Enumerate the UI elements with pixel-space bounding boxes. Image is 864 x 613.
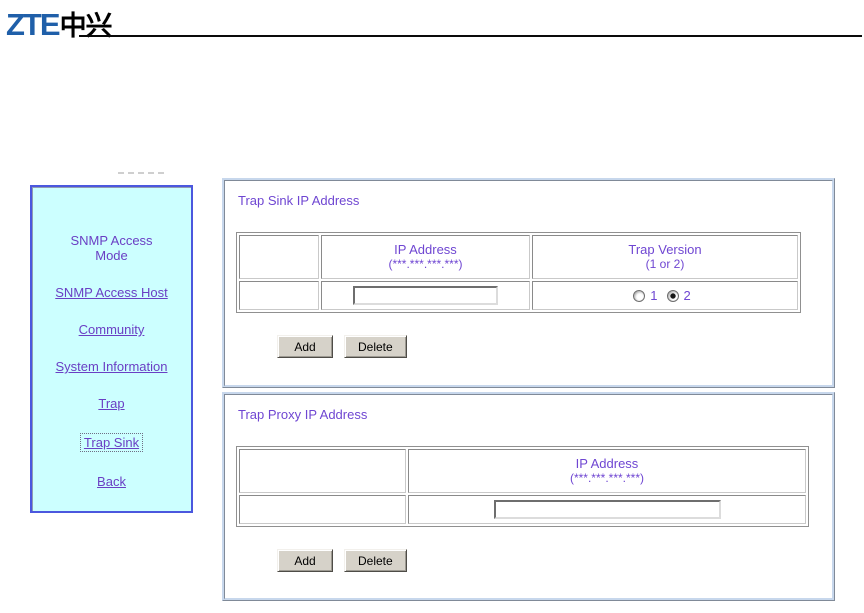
trap-proxy-table: IP Address (***.***.***.***) — [236, 446, 809, 527]
zte-logo-latin: ZTE — [6, 7, 61, 42]
clipped-text-artifact — [118, 172, 164, 174]
trap-proxy-panel-title: Trap Proxy IP Address — [238, 407, 368, 422]
zte-logo: ZTE 中兴 — [6, 4, 113, 43]
trap-proxy-button-row: Add Delete — [277, 549, 832, 572]
empty-cell — [239, 281, 319, 310]
trap-proxy-delete-button[interactable]: Delete — [344, 549, 407, 572]
sidebar-item-label: Trap Sink — [83, 435, 140, 450]
sidebar-item-label: Community — [78, 322, 145, 337]
sidebar-item-trap-sink[interactable]: Trap Sink — [79, 433, 144, 452]
trap-version-2-label: 2 — [683, 288, 691, 303]
sidebar-item-label: SNMP Access Mode — [70, 233, 153, 263]
ip-address-header: IP Address — [394, 242, 457, 257]
table-header-row: IP Address (***.***.***.***) Trap Versio… — [239, 235, 798, 279]
trap-version-cell: 1 2 — [532, 281, 798, 310]
trap-version-2-radio[interactable] — [666, 289, 679, 302]
ip-format-hint: (***.***.***.***) — [388, 257, 463, 271]
table-row: 1 2 — [239, 281, 798, 310]
sidebar-item-label: Back — [97, 474, 126, 489]
trap-sink-ip-input[interactable] — [353, 286, 498, 305]
sidebar-item-label: System Information — [55, 359, 168, 374]
trap-version-1-label: 1 — [650, 288, 658, 303]
ip-format-hint: (***.***.***.***) — [569, 471, 645, 485]
empty-header-cell — [239, 449, 406, 493]
trap-version-hint: (1 or 2) — [645, 257, 685, 271]
trap-version-header-cell: Trap Version (1 or 2) — [532, 235, 798, 279]
trap-proxy-panel: Trap Proxy IP Address IP Address (***.**… — [222, 392, 835, 601]
trap-sink-panel: Trap Sink IP Address IP Address (***.***… — [222, 178, 835, 388]
snmp-nav-sidebar: SNMP Access Mode SNMP Access Host Commun… — [30, 185, 193, 513]
ip-address-header-cell: IP Address (***.***.***.***) — [321, 235, 530, 279]
sidebar-item-label: SNMP Access Host — [55, 285, 168, 300]
sidebar-item-system-information[interactable]: System Information — [56, 359, 168, 374]
sidebar-item-label: Trap — [98, 396, 125, 411]
ip-input-cell — [321, 281, 530, 310]
sidebar-item-back[interactable]: Back — [97, 474, 126, 489]
trap-sink-table: IP Address (***.***.***.***) Trap Versio… — [236, 232, 801, 313]
trap-sink-button-row: Add Delete — [277, 335, 832, 358]
trap-version-header: Trap Version — [628, 242, 702, 257]
trap-version-1-radio[interactable] — [633, 289, 646, 302]
trap-sink-delete-button[interactable]: Delete — [344, 335, 407, 358]
trap-sink-panel-title: Trap Sink IP Address — [238, 193, 360, 208]
sidebar-item-snmp-access-host[interactable]: SNMP Access Host — [55, 285, 167, 300]
trap-proxy-add-button[interactable]: Add — [277, 549, 333, 572]
ip-address-header: IP Address — [575, 456, 639, 471]
zte-logo-chinese: 中兴 — [59, 11, 113, 41]
table-row — [239, 495, 806, 524]
empty-header-cell — [239, 235, 319, 279]
header-divider — [79, 35, 862, 37]
sidebar-item-snmp-access-mode[interactable]: SNMP Access Mode — [59, 233, 165, 263]
sidebar-item-community[interactable]: Community — [79, 322, 145, 337]
table-header-row: IP Address (***.***.***.***) — [239, 449, 806, 493]
ip-address-header-cell: IP Address (***.***.***.***) — [408, 449, 806, 493]
trap-version-radio-group: 1 2 — [533, 288, 797, 303]
ip-input-cell — [408, 495, 806, 524]
empty-cell — [239, 495, 406, 524]
sidebar-item-trap[interactable]: Trap — [98, 396, 124, 411]
trap-sink-add-button[interactable]: Add — [277, 335, 333, 358]
trap-proxy-ip-input[interactable] — [493, 500, 721, 519]
